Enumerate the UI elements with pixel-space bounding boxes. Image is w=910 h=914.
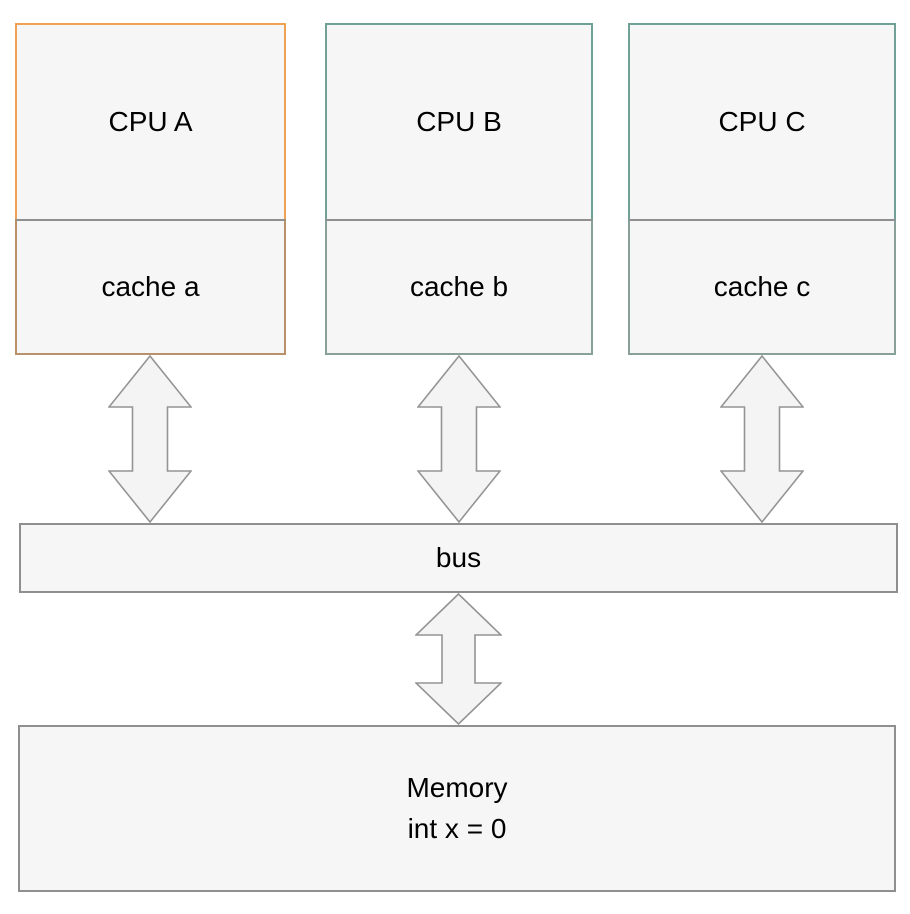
cpu-c-label: CPU C: [718, 106, 806, 137]
double-arrow-icon: [415, 593, 502, 725]
cache-b-box: cache b: [325, 219, 593, 355]
memory-box: Memory int x = 0: [18, 725, 896, 892]
cpu-a-box: CPU A: [15, 23, 286, 219]
bus-bar: bus: [19, 523, 898, 593]
cpu-c-box: CPU C: [628, 23, 896, 219]
connector-cache-a-bus: [108, 355, 192, 523]
double-arrow-icon: [417, 355, 501, 523]
connector-bus-memory: [415, 593, 502, 725]
cache-a-box: cache a: [15, 219, 286, 355]
memory-value: int x = 0: [407, 813, 507, 844]
cpu-c-column: CPU C cache c: [628, 23, 896, 355]
cpu-a-label: CPU A: [108, 106, 193, 137]
cache-c-box: cache c: [628, 219, 896, 355]
double-arrow-icon: [720, 355, 804, 523]
cpu-b-label: CPU B: [416, 106, 502, 137]
cache-b-label: cache b: [409, 271, 509, 302]
cache-a-label: cache a: [101, 271, 200, 302]
memory-title: Memory: [406, 772, 508, 803]
cpu-a-column: CPU A cache a: [15, 23, 286, 355]
double-arrow-icon: [108, 355, 192, 523]
bus-label: bus: [435, 542, 482, 573]
cache-c-label: cache c: [713, 271, 811, 302]
connector-cache-b-bus: [417, 355, 501, 523]
connector-cache-c-bus: [720, 355, 804, 523]
cpu-b-column: CPU B cache b: [325, 23, 593, 355]
cpu-b-box: CPU B: [325, 23, 593, 219]
